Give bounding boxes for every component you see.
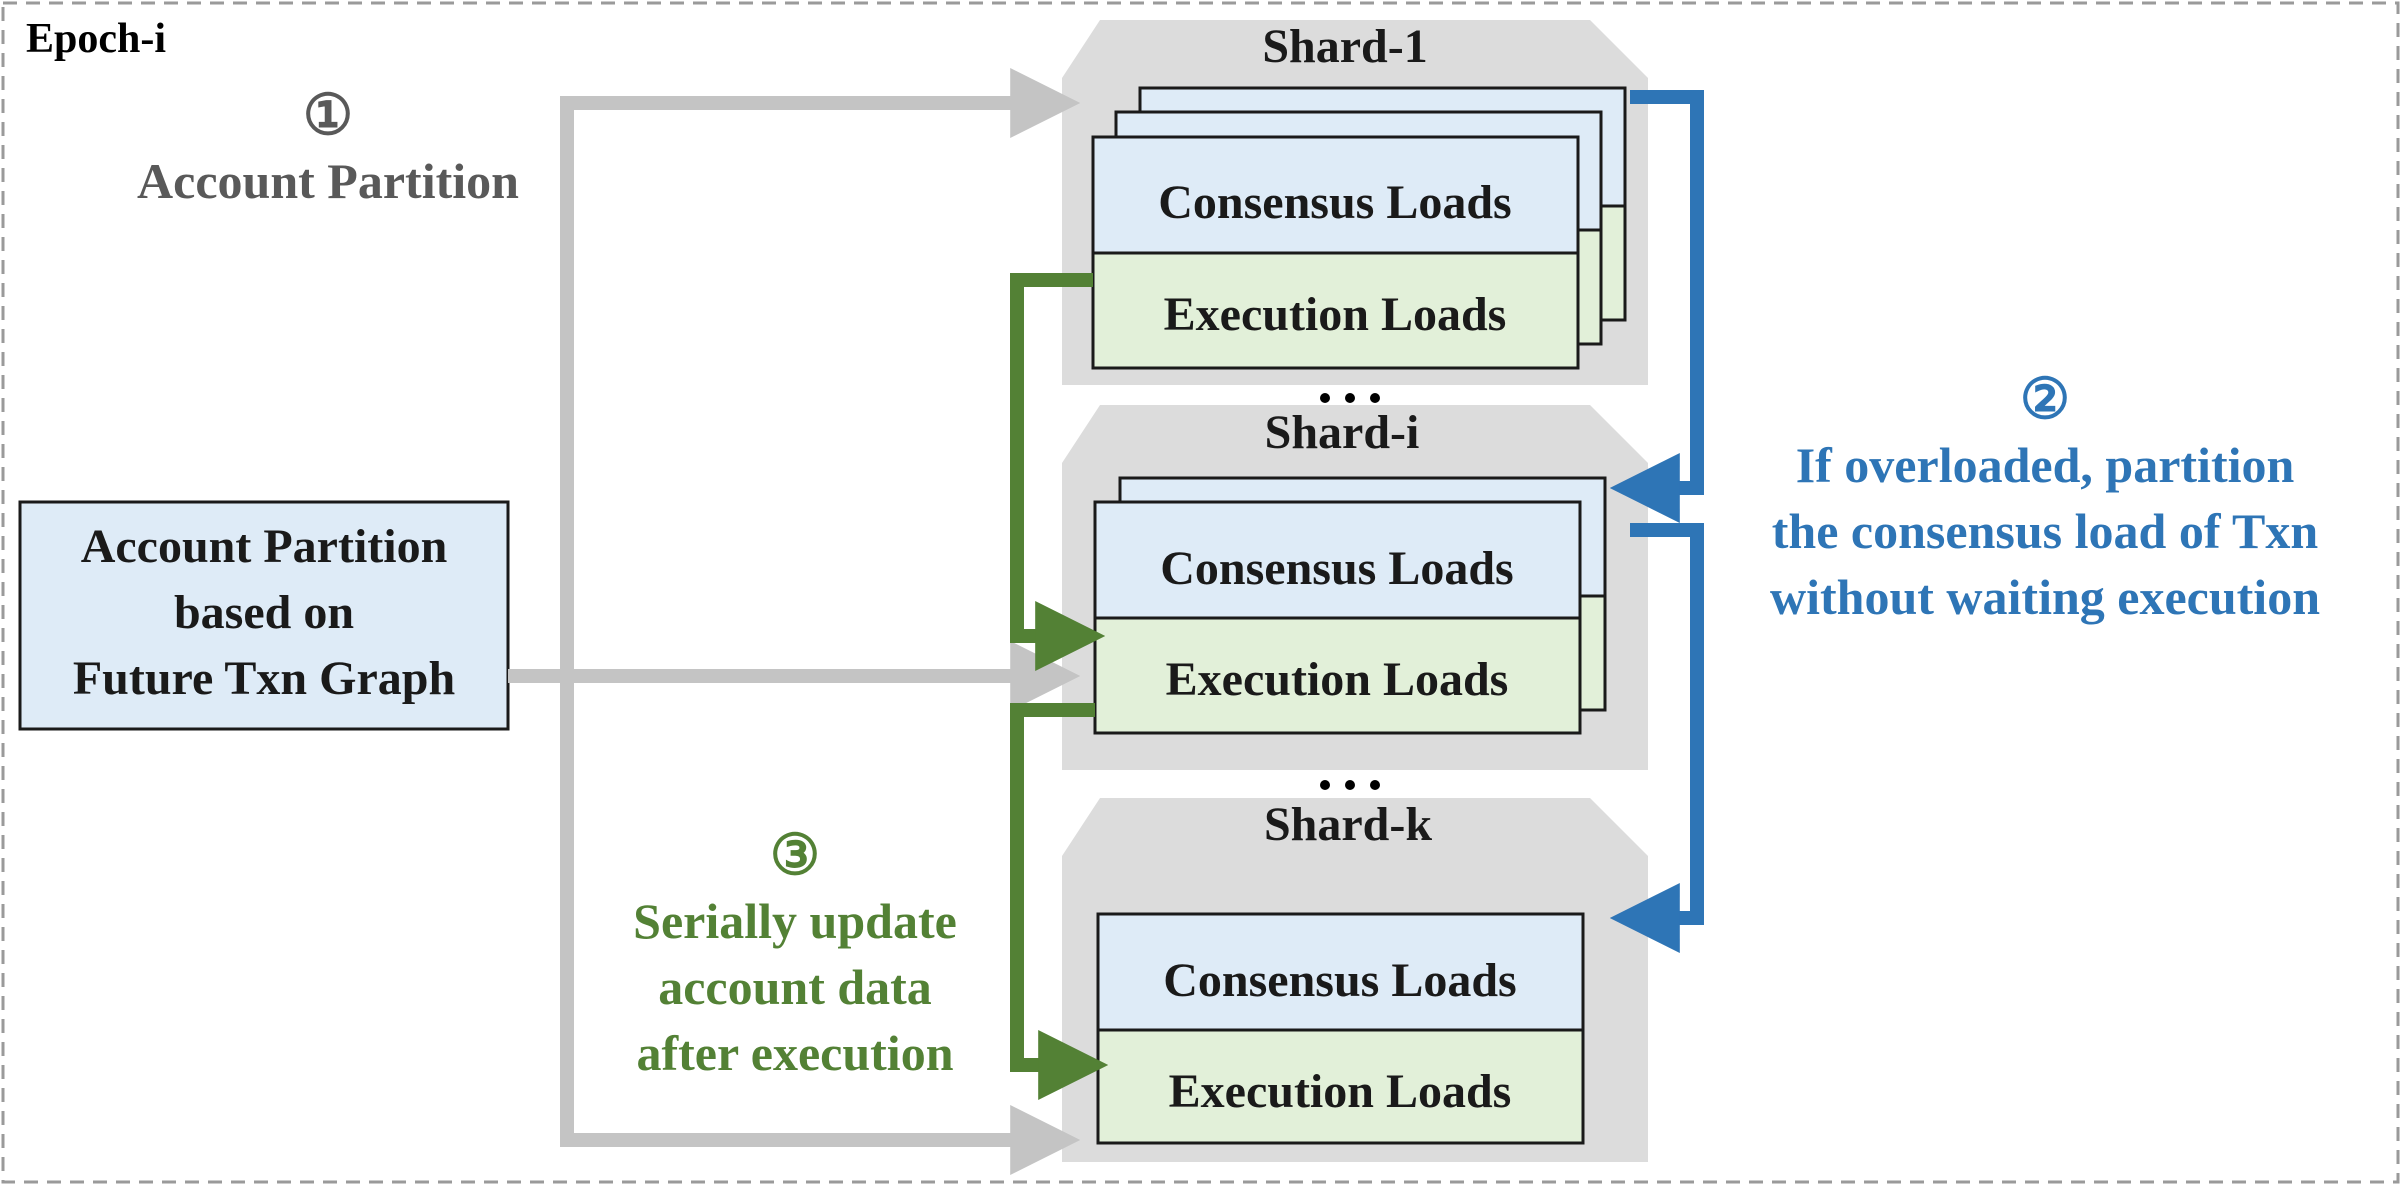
shard-k-consensus-box — [1096, 912, 1585, 1032]
ellipsis-lower — [1320, 780, 1380, 790]
step-1-text: Account Partition — [137, 153, 519, 209]
step-3-number: ③ — [770, 825, 820, 887]
shard-1-execution-label: Execution Loads — [1164, 288, 1507, 341]
step-3-line-3: after execution — [636, 1025, 953, 1081]
step-2-line-2: the consensus load of Txn — [1772, 503, 2319, 559]
shard-1-execution-box — [1091, 251, 1580, 370]
shard-i-execution-box — [1093, 616, 1582, 735]
source-box-line-2: based on — [174, 586, 354, 639]
source-box-line-1: Account Partition — [81, 520, 448, 573]
shard-k-consensus-label: Consensus Loads — [1163, 954, 1516, 1007]
shard-1-consensus-box — [1091, 135, 1580, 255]
step-2-number: ② — [2020, 369, 2070, 431]
shard-k-execution-label: Execution Loads — [1169, 1065, 1512, 1118]
step-3-line-2: account data — [658, 959, 932, 1015]
shard-i-title: Shard-i — [1265, 406, 1420, 459]
ellipsis-upper — [1320, 393, 1380, 403]
shard-k-execution-box — [1096, 1028, 1585, 1145]
source-box — [18, 500, 510, 731]
shard-1-title: Shard-1 — [1262, 20, 1427, 73]
epoch-label: Epoch-i — [26, 16, 166, 62]
shard-1-consensus-label: Consensus Loads — [1158, 176, 1511, 229]
source-box-line-3: Future Txn Graph — [73, 652, 455, 705]
step-2-line-3: without waiting execution — [1770, 569, 2320, 625]
gray-distribution-arrows — [508, 68, 1081, 1175]
shard-k-title: Shard-k — [1264, 798, 1432, 851]
green-update-arrows — [1010, 273, 1109, 1100]
step-1-number: ① — [303, 85, 353, 147]
shard-i-execution-label: Execution Loads — [1166, 653, 1509, 706]
shard-i-consensus-label: Consensus Loads — [1160, 542, 1513, 595]
blue-overload-arrows — [1609, 90, 1704, 953]
step-3-line-1: Serially update — [633, 893, 957, 949]
shard-i-consensus-box — [1093, 500, 1582, 620]
step-2-line-1: If overloaded, partition — [1796, 437, 2295, 493]
